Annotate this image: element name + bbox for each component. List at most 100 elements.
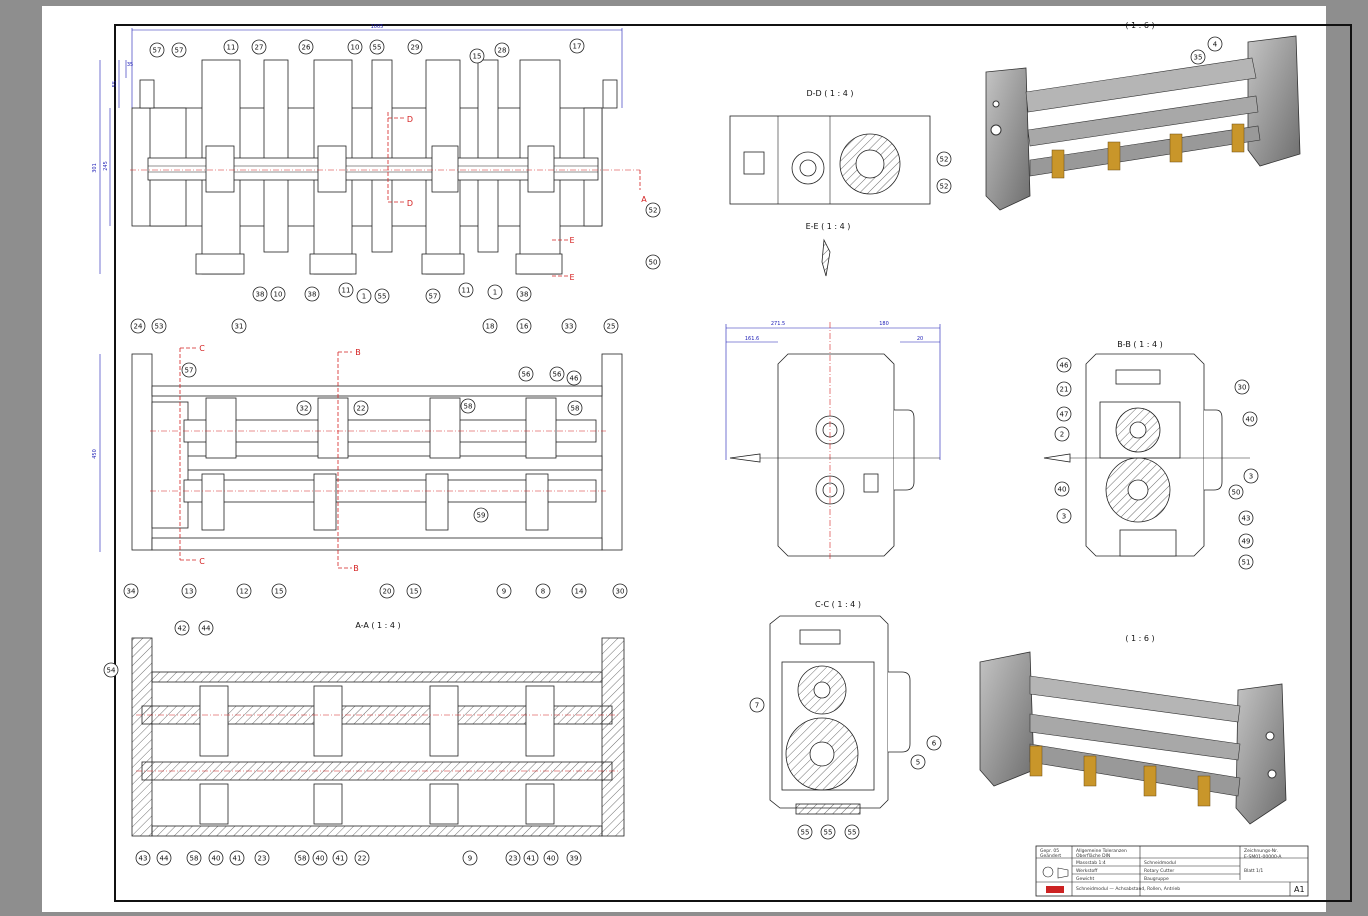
section-bb-view: B-B ( 1 : 4 )	[1043, 340, 1250, 557]
balloon-front-23: 8	[535, 583, 551, 599]
top-section-letter-e2: E	[569, 273, 574, 282]
balloon-label: 53	[155, 323, 164, 331]
balloon-label: 40	[1246, 416, 1255, 424]
balloon-dd-1: 52	[936, 178, 952, 194]
balloon-label: 44	[160, 855, 169, 863]
balloon-top-19: 57	[425, 288, 441, 304]
balloon-label: 50	[649, 259, 658, 267]
balloon-front-6: 25	[603, 318, 619, 334]
balloon-label: 30	[616, 588, 625, 596]
balloon-label: 12	[240, 588, 249, 596]
balloon-label: 14	[575, 588, 584, 596]
balloon-label: 56	[522, 371, 531, 379]
balloon-label: 38	[308, 291, 317, 299]
balloon-label: 52	[940, 156, 949, 164]
balloon-front-2: 31	[231, 318, 247, 334]
iso-view-bottom: ( 1 : 6 )	[979, 634, 1287, 825]
balloon-aa-12: 22	[354, 850, 370, 866]
balloon-top-14: 10	[270, 286, 286, 302]
balloon-front-3: 18	[482, 318, 498, 334]
section-bb-label: B-B ( 1 : 4 )	[1117, 340, 1162, 349]
balloon-label: 38	[520, 291, 529, 299]
front-view: 450 C C B B	[92, 344, 623, 573]
balloon-label: 3	[1062, 513, 1066, 521]
balloon-top-5: 10	[347, 39, 363, 55]
balloon-front-25: 30	[612, 583, 628, 599]
tb-mid-1: Allgemeine Toleranzen	[1076, 848, 1127, 854]
dim-side-d: 161.6	[745, 336, 759, 342]
section-ee-view: E-E ( 1 : 4 )	[806, 222, 850, 277]
balloon-label: 59	[477, 512, 486, 520]
side-view: 271.5 180 20 161.6	[725, 321, 941, 560]
balloon-aa-17: 39	[566, 850, 582, 866]
balloon-label: 51	[1242, 559, 1251, 567]
balloon-label: 46	[1060, 362, 1069, 370]
balloon-label: 55	[373, 44, 382, 52]
balloon-bb-1: 21	[1056, 381, 1072, 397]
balloon-label: 32	[300, 405, 309, 413]
balloon-front-21: 15	[406, 583, 422, 599]
balloon-label: 52	[649, 207, 658, 215]
balloon-aa-15: 41	[523, 850, 539, 866]
balloon-label: 11	[227, 44, 236, 52]
balloon-label: 58	[464, 403, 473, 411]
balloon-label: 33	[565, 323, 574, 331]
balloon-top-6: 55	[369, 39, 385, 55]
dim-side-a: 271.5	[771, 321, 785, 327]
balloon-label: 3	[1249, 473, 1253, 481]
balloon-top-7: 29	[407, 39, 423, 55]
balloon-label: 41	[336, 855, 345, 863]
tb-left-1: Gepr. 05	[1040, 848, 1059, 854]
balloon-label: 27	[255, 44, 264, 52]
balloon-label: 40	[1058, 486, 1067, 494]
balloon-aa-2: 54	[103, 662, 119, 678]
section-cc-label: C-C ( 1 : 4 )	[815, 600, 861, 609]
tb-right-1: Schneidmodul	[1144, 860, 1176, 866]
balloon-aa-7: 41	[229, 850, 245, 866]
front-section-letter-c1: C	[199, 344, 205, 353]
tb-right-5: Blatt 1/1	[1244, 868, 1263, 874]
balloon-aa-3: 43	[135, 850, 151, 866]
balloon-top-16: 11	[338, 282, 354, 298]
balloon-front-12: 56	[549, 366, 565, 382]
top-section-letter-e1: E	[569, 236, 574, 245]
balloon-label: 30	[1238, 384, 1247, 392]
tb-mid-3: Massstab 1:4	[1076, 860, 1106, 866]
dim-side-c: 20	[917, 336, 923, 342]
balloon-top-8: 15	[469, 48, 485, 64]
balloon-label: 41	[233, 855, 242, 863]
balloon-top-0: 57	[149, 42, 165, 58]
balloon-label: 58	[190, 855, 199, 863]
balloon-front-14: 58	[567, 400, 583, 416]
balloon-top-11: 52	[645, 202, 661, 218]
iso-bottom-label: ( 1 : 6 )	[1125, 634, 1154, 643]
balloon-front-16: 34	[123, 583, 139, 599]
balloon-front-7: 57	[181, 362, 197, 378]
tb-sheet-size: A1	[1294, 885, 1305, 894]
balloon-top-22: 38	[516, 286, 532, 302]
balloon-front-19: 15	[271, 583, 287, 599]
balloon-label: 40	[316, 855, 325, 863]
balloon-aa-16: 40	[543, 850, 559, 866]
tb-drawing-number: E-SM01-00000-A	[1244, 854, 1282, 860]
balloon-aa-6: 40	[208, 850, 224, 866]
balloon-label: 55	[801, 829, 810, 837]
balloon-label: 15	[410, 588, 419, 596]
balloon-label: 43	[139, 855, 148, 863]
tb-mid-2: Oberfläche DIN	[1076, 853, 1110, 859]
balloon-top-15: 38	[304, 286, 320, 302]
balloon-label: 21	[1060, 386, 1069, 394]
balloon-top-9: 28	[494, 42, 510, 58]
balloon-label: 57	[185, 367, 194, 375]
balloon-bb-11: 49	[1238, 533, 1254, 549]
balloon-label: 57	[429, 293, 438, 301]
dim-side-b: 180	[879, 321, 889, 327]
balloon-front-9: 22	[353, 400, 369, 416]
balloon-label: 57	[153, 47, 162, 55]
balloon-label: 58	[298, 855, 307, 863]
balloon-top-18: 55	[374, 288, 390, 304]
balloon-bb-10: 43	[1238, 510, 1254, 526]
balloon-iso-0: 4	[1207, 36, 1223, 52]
balloon-label: 44	[202, 625, 211, 633]
balloon-cc-1: 6	[926, 735, 942, 751]
